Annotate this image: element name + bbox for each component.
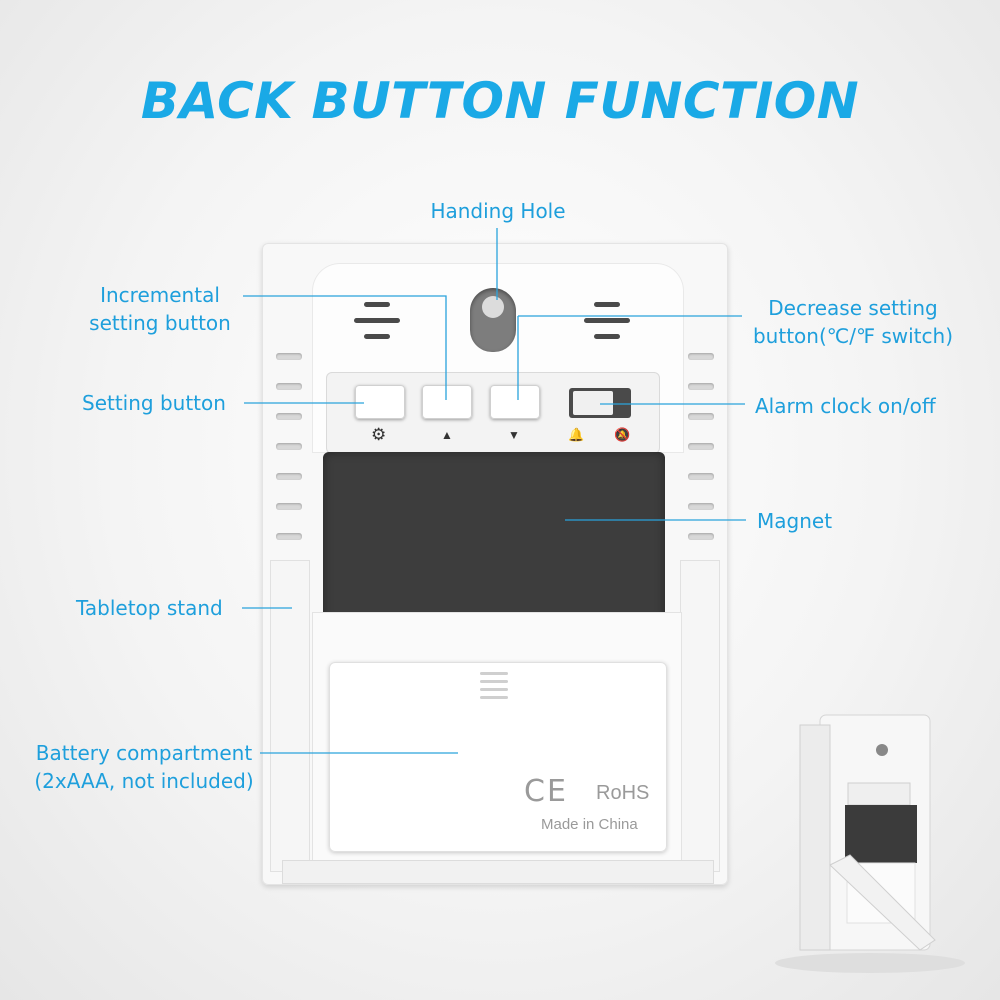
vent-slot bbox=[688, 503, 714, 510]
speaker-vent bbox=[594, 302, 620, 307]
vent-slot bbox=[276, 533, 302, 540]
cover-grip bbox=[480, 672, 508, 675]
vent-slot bbox=[688, 413, 714, 420]
label-incremental-line2: setting button bbox=[89, 311, 231, 335]
vent-slot bbox=[276, 473, 302, 480]
rohs-mark: RoHS bbox=[596, 782, 650, 804]
bell-icon: 🔔 bbox=[568, 427, 585, 442]
label-setting-button: Setting button bbox=[82, 391, 226, 415]
vent-slot bbox=[688, 353, 714, 360]
speaker-vent bbox=[584, 318, 630, 323]
cover-grip bbox=[480, 696, 508, 699]
speaker-vent bbox=[594, 334, 620, 339]
vent-slot bbox=[688, 473, 714, 480]
speaker-vent bbox=[354, 318, 400, 323]
label-alarm: Alarm clock on/off bbox=[755, 394, 936, 418]
stand-side-right bbox=[680, 560, 720, 872]
speaker-vent bbox=[364, 334, 390, 339]
page-title: BACK BUTTON FUNCTION bbox=[140, 72, 860, 130]
gear-icon: ⚙ bbox=[371, 425, 387, 444]
cover-grip bbox=[480, 688, 508, 691]
hanging-hole-inner bbox=[482, 296, 504, 318]
vent-slot bbox=[276, 413, 302, 420]
decrease-button[interactable] bbox=[490, 385, 540, 419]
bell-off-icon: 🔕 bbox=[614, 427, 631, 442]
down-triangle-icon: ▼ bbox=[508, 428, 520, 442]
stand-side-left bbox=[270, 560, 310, 872]
label-tabletop-stand: Tabletop stand bbox=[76, 596, 223, 620]
bottom-ledge bbox=[282, 860, 714, 884]
incremental-button[interactable] bbox=[422, 385, 472, 419]
vent-slot bbox=[276, 443, 302, 450]
vent-slot bbox=[276, 353, 302, 360]
cover-grip bbox=[480, 680, 508, 683]
vent-slot bbox=[276, 383, 302, 390]
label-handing-hole: Handing Hole bbox=[430, 199, 566, 223]
setting-button[interactable] bbox=[355, 385, 405, 419]
alarm-switch-knob[interactable] bbox=[573, 391, 613, 415]
label-incremental-line1: Incremental bbox=[100, 283, 220, 307]
battery-cover[interactable] bbox=[329, 662, 667, 852]
magnet-plate bbox=[323, 452, 665, 622]
device-inset-image bbox=[775, 714, 965, 973]
vent-slot bbox=[688, 443, 714, 450]
speaker-vent bbox=[364, 302, 390, 307]
up-triangle-icon: ▲ bbox=[441, 428, 453, 442]
made-in-label: Made in China bbox=[541, 816, 638, 833]
label-decrease-line1: Decrease setting bbox=[768, 296, 938, 320]
label-magnet: Magnet bbox=[757, 509, 833, 533]
label-battery-line1: Battery compartment bbox=[35, 741, 253, 765]
vent-slot bbox=[688, 533, 714, 540]
vent-slot bbox=[276, 503, 302, 510]
label-battery-line2: (2xAAA, not included) bbox=[34, 769, 254, 793]
vent-slot bbox=[688, 383, 714, 390]
ce-mark: CE bbox=[524, 774, 568, 809]
label-decrease-line2: button(℃/℉ switch) bbox=[752, 324, 953, 348]
